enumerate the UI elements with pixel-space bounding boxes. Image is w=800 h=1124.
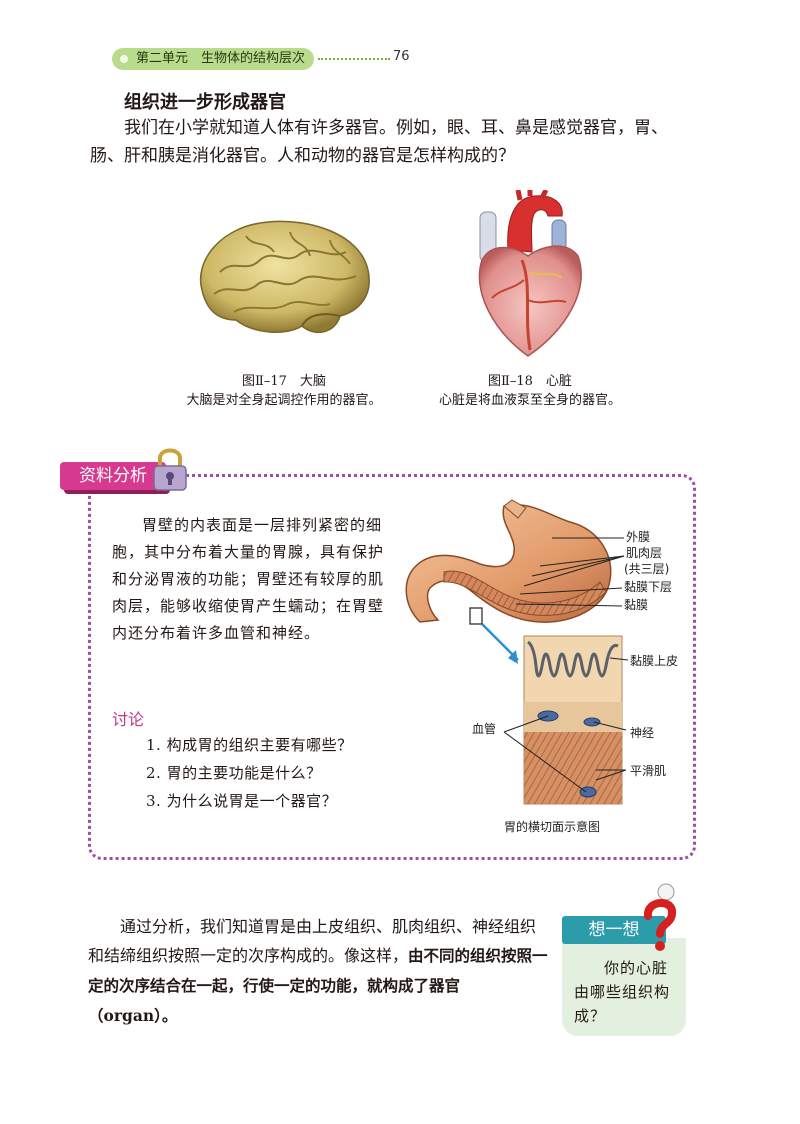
figure-brain-label: 图Ⅱ–17 大脑 bbox=[242, 374, 326, 389]
question-3: 3. 为什么说胃是一个器官？ bbox=[146, 792, 338, 810]
header-dot-icon bbox=[120, 55, 128, 63]
think-box bbox=[562, 938, 686, 1036]
think-text: 你的心脏由哪些组织构成？ bbox=[574, 959, 671, 1025]
figure-heart-label: 图Ⅱ–18 心脏 bbox=[488, 374, 572, 389]
think-title: 想一想 bbox=[562, 916, 666, 944]
data-analysis-tag: 资料分析 bbox=[60, 462, 166, 490]
discussion-title: 讨论 bbox=[112, 710, 145, 729]
data-analysis-box bbox=[88, 474, 696, 860]
header-dotted-rule bbox=[318, 58, 390, 60]
conclusion-paragraph: 通过分析，我们知道胃是由上皮组织、肌肉组织、神经组织和结缔组织按照一定的次序构成… bbox=[88, 912, 548, 1031]
unit-label: 第二单元 bbox=[136, 51, 189, 66]
heart-illustration bbox=[478, 190, 582, 357]
label-muscle-layer: 肌肉层 bbox=[626, 546, 663, 560]
label-mucosa: 黏膜 bbox=[624, 598, 649, 612]
label-smooth-muscle: 平滑肌 bbox=[630, 764, 667, 778]
question-2: 2. 胃的主要功能是什么？ bbox=[146, 764, 322, 782]
conclusion-bold-end: ）。 bbox=[154, 1007, 178, 1025]
figure-brain-caption: 大脑是对全身起调控作用的器官。 bbox=[186, 393, 382, 408]
figure-heart-caption: 心脏是将血液泵至全身的器官。 bbox=[438, 393, 621, 408]
intro-paragraph: 我们在小学就知道人体有许多器官。例如，眼、耳、鼻是感觉器官，胃、肠、肝和胰是消化… bbox=[90, 118, 668, 166]
label-outer-membrane: 外膜 bbox=[626, 530, 651, 544]
unit-header: 第二单元 生物体的结构层次 bbox=[112, 48, 314, 70]
label-submucosa: 黏膜下层 bbox=[624, 580, 673, 594]
unit-title: 生物体的结构层次 bbox=[201, 51, 306, 66]
diagram-caption: 胃的横切面示意图 bbox=[504, 820, 601, 834]
page-number: 76 bbox=[393, 49, 410, 64]
data-analysis-text: 胃壁的内表面是一层排列紧密的细胞，其中分布着大量的胃腺，具有保护和分泌胃液的功能… bbox=[112, 516, 385, 642]
conclusion-normal: 通过分析，我们知道胃是由上皮组织、肌肉组织、神经组织和结缔组织按照一定的次序构成… bbox=[88, 917, 537, 965]
label-epithelium: 黏膜上皮 bbox=[630, 654, 679, 668]
label-blood-vessel: 血管 bbox=[472, 722, 497, 736]
stomach-diagram bbox=[405, 499, 629, 805]
question-mark-figure-icon bbox=[644, 883, 676, 951]
conclusion-bold: 由不同的组织按照一定的次序结合在一起，行使一定的功能，就构成了器官（ bbox=[88, 947, 548, 1025]
label-muscle-note: (共三层) bbox=[624, 562, 670, 576]
label-nerve: 神经 bbox=[630, 726, 655, 740]
brain-illustration bbox=[199, 220, 370, 334]
question-1: 1. 构成胃的组织主要有哪些？ bbox=[146, 736, 353, 754]
section-title: 组织进一步形成器官 bbox=[124, 92, 286, 113]
padlock-icon bbox=[153, 448, 187, 491]
conclusion-term: organ bbox=[103, 1006, 155, 1025]
